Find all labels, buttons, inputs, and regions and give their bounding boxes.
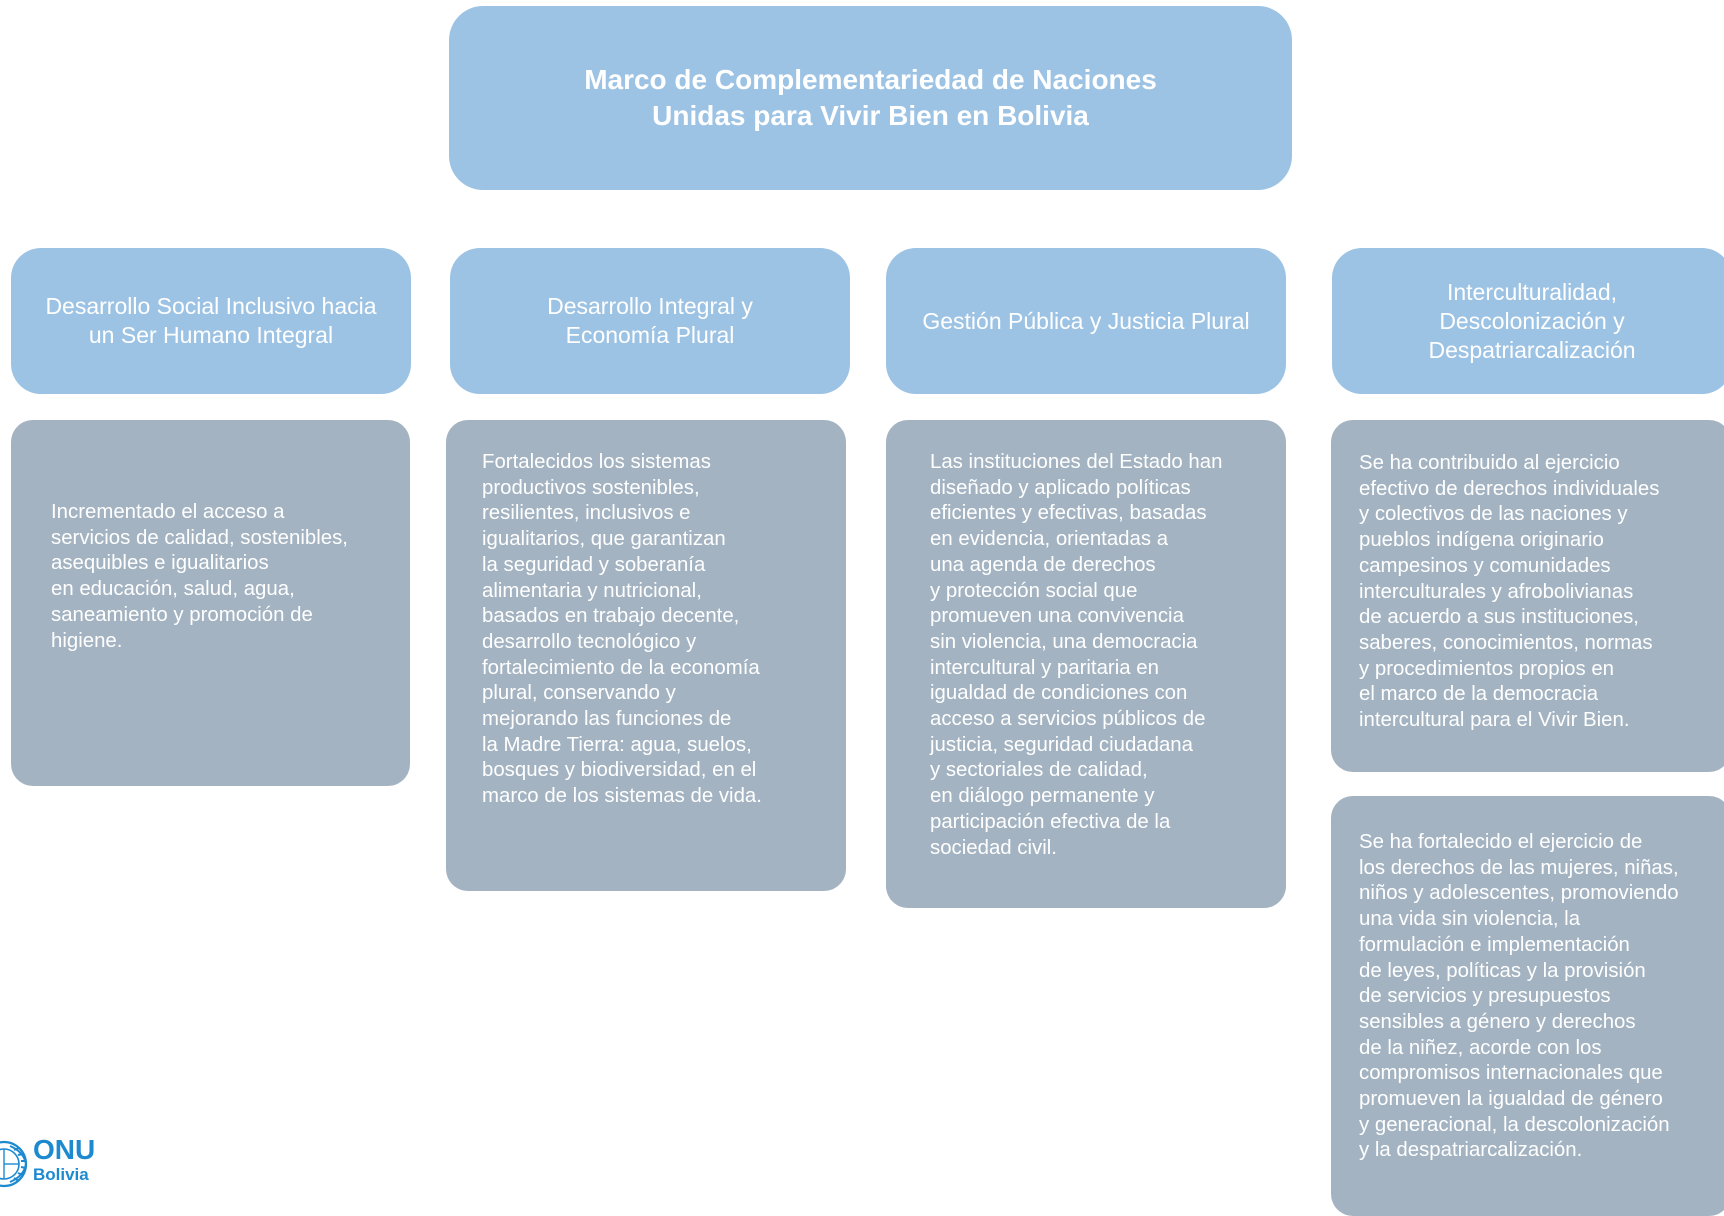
result-text-line: higiene. xyxy=(51,629,123,652)
result-text-line: mejorando las funciones de xyxy=(482,708,732,731)
result-text-line: una vida sin violencia, la xyxy=(1359,908,1581,931)
result-text-line: participación efectiva de la xyxy=(930,810,1171,833)
result-text-line: sin violencia, una democracia xyxy=(930,630,1198,653)
pillar-integral-development: Desarrollo Integral y Economía Plural xyxy=(450,248,850,394)
result-text-line: de acuerdo a sus instituciones, xyxy=(1359,606,1639,629)
result-text-line: igualdad de condiciones con xyxy=(930,682,1188,705)
result-text-line: la Madre Tierra: agua, suelos, xyxy=(482,733,752,756)
result-text-line: y sectoriales de calidad, xyxy=(930,759,1148,782)
result-box-3: Las instituciones del Estado han diseñado… xyxy=(886,420,1286,908)
result-text-line: en evidencia, orientadas a xyxy=(930,528,1169,551)
result-text-line: la seguridad y soberanía xyxy=(482,553,706,576)
result-text-line: fortalecimiento de la economía xyxy=(482,656,760,679)
result-text-line: compromisos internacionales que xyxy=(1359,1062,1663,1085)
result-text-line: diseñado y aplicado políticas xyxy=(930,476,1191,499)
result-text-line: Las instituciones del Estado han xyxy=(930,451,1223,473)
result-text-line: de leyes, políticas y la provisión xyxy=(1359,959,1646,982)
result-text-line: en educación, salud, agua, xyxy=(51,578,295,601)
result-box-2: Fortalecidos los sistemas productivos sos… xyxy=(446,420,846,891)
result-text-line: pueblos indígena originario xyxy=(1359,529,1604,552)
result-text-line: los derechos de las mujeres, niñas, xyxy=(1359,856,1679,879)
result-text-line: servicios de calidad, sostenibles, xyxy=(51,526,348,549)
result-text-line: bosques y biodiversidad, en el xyxy=(482,759,757,782)
logo-text-sub: Bolivia xyxy=(33,1165,89,1184)
pillar-social-development: Desarrollo Social Inclusivo hacia un Ser… xyxy=(11,248,411,394)
result-text-line: igualitarios, que garantizan xyxy=(482,528,726,551)
result-text-line: niños y adolescentes, promoviendo xyxy=(1359,882,1679,905)
result-text-line: de la niñez, acorde con los xyxy=(1359,1036,1602,1059)
result-text-line: eficientes y efectivas, basadas xyxy=(930,502,1207,525)
result-text-line: Se ha fortalecido el ejercicio de xyxy=(1359,831,1643,853)
result-text-line: sociedad civil. xyxy=(930,836,1057,859)
result-text-line: sensibles a género y derechos xyxy=(1359,1010,1636,1033)
result-text-line: interculturales y afrobolivianas xyxy=(1359,580,1634,603)
result-text-line: acceso a servicios públicos de xyxy=(930,708,1206,731)
result-box-4: Se ha contribuido al ejercicio efectivo d… xyxy=(1331,420,1724,772)
result-text-line: Incrementado el acceso a xyxy=(51,501,285,523)
result-text-line: y la despatriarcalización. xyxy=(1359,1139,1583,1162)
result-text-line: y colectivos de las naciones y xyxy=(1359,503,1628,526)
un-emblem-icon xyxy=(0,1140,28,1188)
result-text-line: saneamiento y promoción de xyxy=(51,603,313,626)
result-text-line: Fortalecidos los sistemas xyxy=(482,451,711,473)
result-text-line: intercultural para el Vivir Bien. xyxy=(1359,709,1630,732)
onu-bolivia-logo: ONU Bolivia xyxy=(0,1134,120,1192)
result-box-1: Incrementado el acceso a servicios de cal… xyxy=(11,420,410,786)
result-text-line: justicia, seguridad ciudadana xyxy=(930,733,1193,756)
result-text-line: alimentaria y nutricional, xyxy=(482,579,702,602)
result-text-line: marco de los sistemas de vida. xyxy=(482,785,762,808)
pillar-interculturality: Interculturalidad, Descolonización y Des… xyxy=(1332,248,1724,394)
result-text-line: y protección social que xyxy=(930,579,1138,602)
result-text-line: campesinos y comunidades xyxy=(1359,554,1611,577)
result-text-line: basados en trabajo decente, xyxy=(482,605,740,628)
result-text-line: saberes, conocimientos, normas xyxy=(1359,631,1653,654)
result-text-line: de servicios y presupuestos xyxy=(1359,985,1611,1008)
result-text-line: productivos sostenibles, xyxy=(482,476,700,499)
framework-title-box: Marco de Complementariedad de Naciones U… xyxy=(449,6,1292,190)
result-text-line: Se ha contribuido al ejercicio xyxy=(1359,452,1620,474)
logo-text-main: ONU xyxy=(33,1134,96,1165)
result-text-line: promueven una convivencia xyxy=(930,605,1184,628)
pillar-public-management: Gestión Pública y Justicia Plural xyxy=(886,248,1286,394)
result-text-line: intercultural y paritaria en xyxy=(930,656,1159,679)
result-text-line: resilientes, inclusivos e xyxy=(482,502,691,525)
framework-title-line-2: Unidas para Vivir Bien en Bolivia xyxy=(652,100,1089,131)
result-text-line: asequibles e igualitarios xyxy=(51,552,269,575)
result-text-line: desarrollo tecnológico y xyxy=(482,630,697,653)
result-text-line: el marco de la democracia xyxy=(1359,683,1599,706)
result-text-line: en diálogo permanente y xyxy=(930,785,1155,808)
result-text-line: formulación e implementación xyxy=(1359,933,1630,956)
result-text-line: promueven la igualdad de género xyxy=(1359,1088,1663,1111)
framework-title-line-1: Marco de Complementariedad de Naciones xyxy=(584,64,1157,95)
result-text-line: efectivo de derechos individuales xyxy=(1359,477,1660,500)
result-text-line: y generacional, la descolonización xyxy=(1359,1113,1670,1136)
pillar-label: Gestión Pública y Justicia Plural xyxy=(922,307,1250,334)
result-box-5: Se ha fortalecido el ejercicio de los der… xyxy=(1331,796,1724,1216)
result-text-line: una agenda de derechos xyxy=(930,553,1156,576)
result-text-line: plural, conservando y xyxy=(482,682,676,705)
pillar-label: Interculturalidad, Descolonización y Des… xyxy=(1428,278,1636,363)
pillar-label: Desarrollo Social Inclusivo hacia un Ser… xyxy=(45,293,377,348)
result-text-line: y procedimientos propios en xyxy=(1359,657,1615,680)
pillar-label: Desarrollo Integral y Economía Plural xyxy=(547,293,753,348)
